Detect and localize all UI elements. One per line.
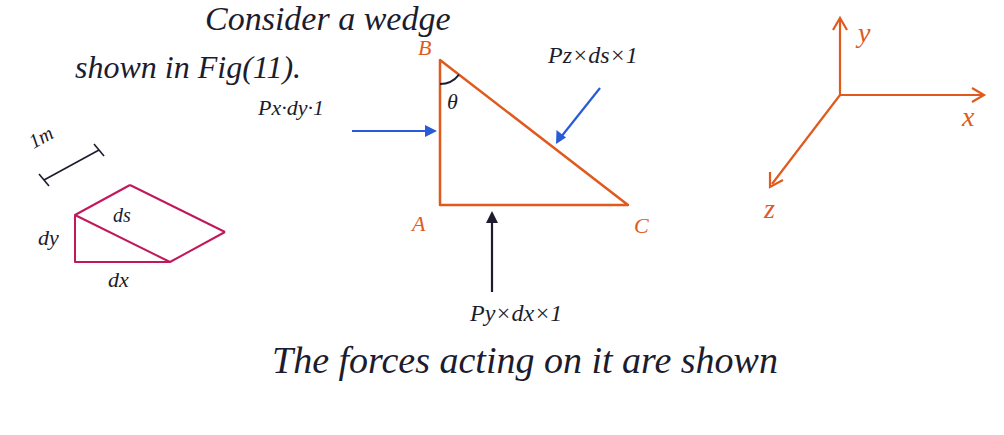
- vertex-label: B: [418, 36, 431, 60]
- arrow-head: [770, 172, 783, 187]
- dimension-label: 1m: [25, 122, 57, 153]
- arrow-head: [556, 130, 566, 144]
- force-arrow: [491, 220, 493, 292]
- vertex-label: A: [412, 212, 425, 236]
- dimension-label: dx: [108, 268, 129, 292]
- wedge-edge: [130, 185, 225, 232]
- force-label: Px·dy·1: [258, 96, 324, 120]
- note-text: shown in Fig(11).: [75, 50, 301, 85]
- axis-label: z: [764, 194, 775, 225]
- wedge-triangle: [440, 60, 628, 205]
- wedge-sketch: [75, 185, 225, 262]
- note-text: The forces acting on it are shown: [272, 340, 778, 382]
- dimension-line: [39, 144, 104, 186]
- wedge-edge: [170, 232, 225, 262]
- arrow-head: [486, 211, 498, 223]
- dimension-label: dy: [38, 226, 59, 250]
- force-label: Pz×ds×1: [548, 42, 638, 68]
- dimension-tick: [39, 174, 49, 186]
- arrow-head: [425, 125, 437, 137]
- force-arrow: [561, 88, 600, 137]
- force-arrow: [352, 130, 430, 132]
- dimension-tick: [94, 144, 104, 156]
- angle-arc: [440, 75, 459, 84]
- vertex-label: C: [634, 214, 649, 238]
- x-axis: [840, 94, 982, 96]
- angle-label: θ: [447, 90, 458, 114]
- note-text: Consider a wedge: [205, 0, 451, 37]
- force-label: Py×dx×1: [470, 300, 562, 326]
- dimension-line: [44, 150, 99, 180]
- axis-label: x: [962, 102, 974, 133]
- y-axis: [839, 20, 841, 95]
- dimension-label: ds: [113, 204, 131, 226]
- z-axis: [772, 95, 840, 184]
- coordinate-axes: [770, 18, 984, 187]
- arrow-head: [972, 88, 984, 102]
- axis-label: y: [858, 18, 870, 49]
- arrow-head: [833, 18, 847, 30]
